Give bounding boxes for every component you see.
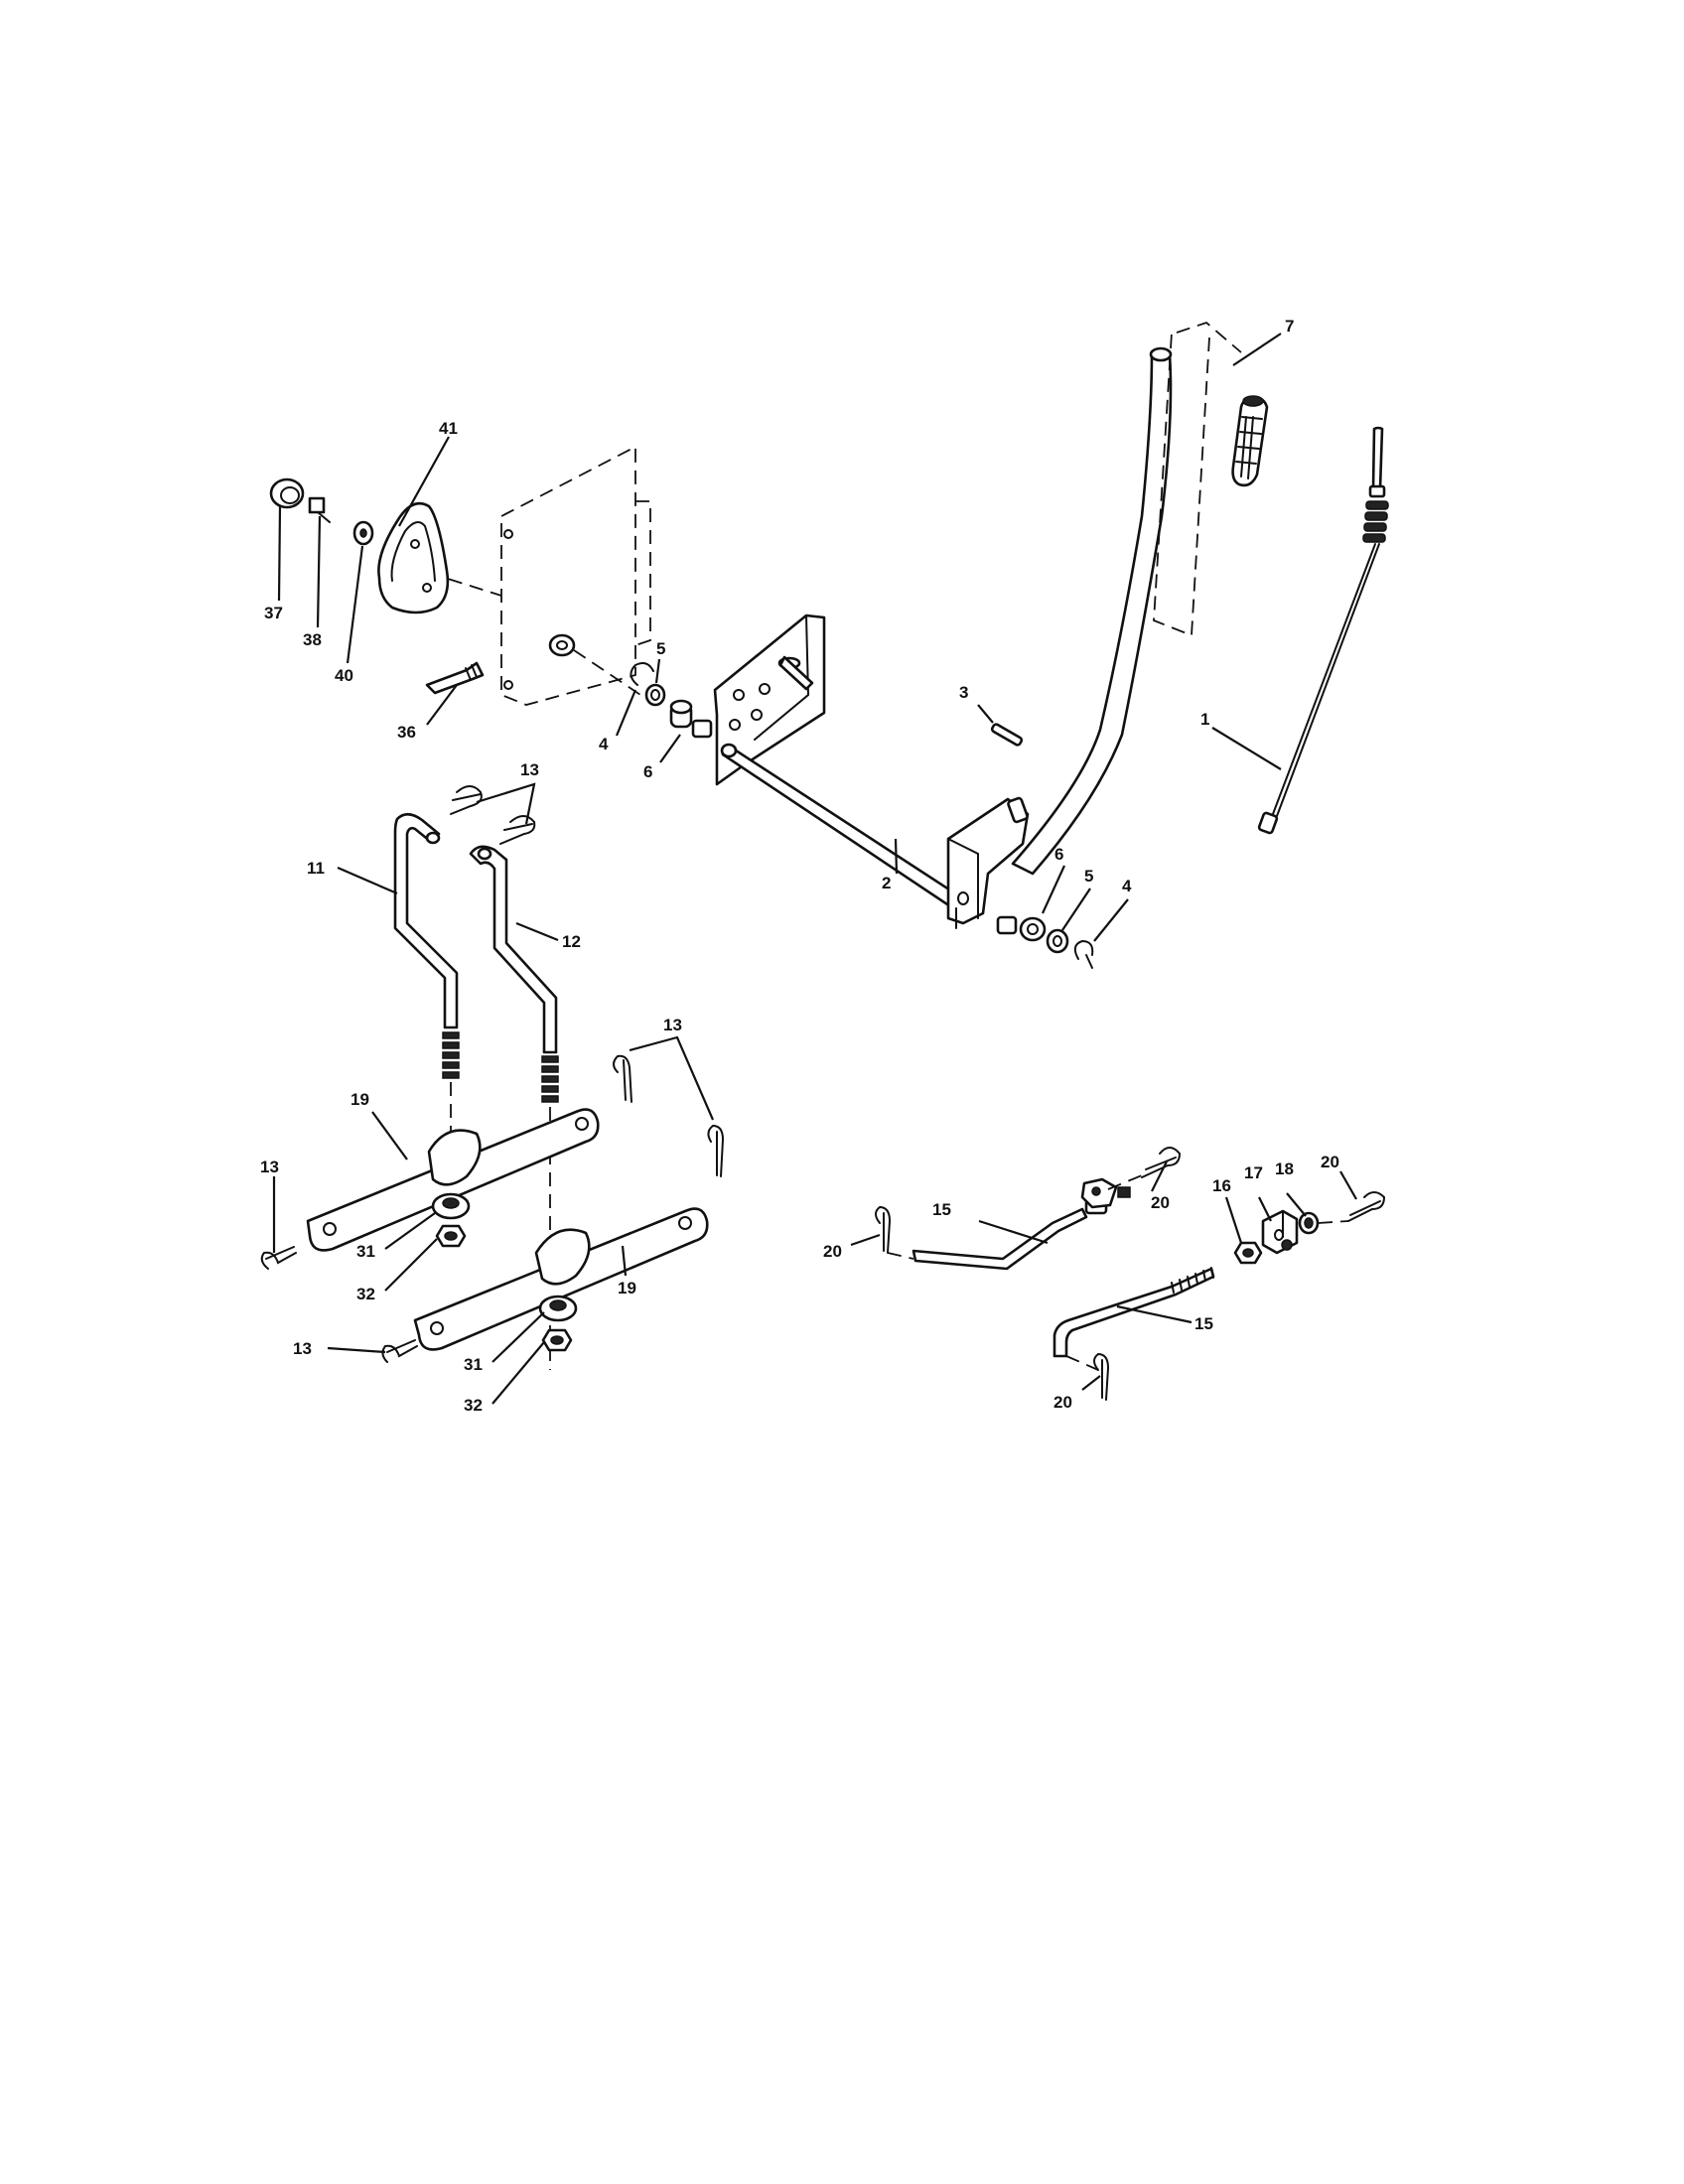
part-20-hairpin-left (875, 1205, 914, 1260)
part-1-cable (1257, 426, 1389, 835)
lift-lever-tube (946, 346, 1173, 929)
part-7-grip (1231, 395, 1269, 487)
callout-16: 16 (1212, 1176, 1231, 1195)
part-6-bushing-left (669, 699, 713, 739)
part-18-ferrule (1298, 1211, 1320, 1235)
part-31-washer-lower (538, 1295, 578, 1322)
part-31-washer-upper (431, 1192, 471, 1220)
part-20-hairpin-upper (1107, 1147, 1182, 1190)
callout-5-left: 5 (656, 639, 665, 658)
callout-5-right: 5 (1084, 867, 1093, 886)
part-20-hairpin-right (1318, 1191, 1386, 1224)
callout-20-right: 20 (1321, 1153, 1339, 1171)
callout-13-bottom: 13 (293, 1339, 312, 1358)
part-6-bushing-right (996, 915, 1047, 942)
callout-19-upper: 19 (351, 1090, 369, 1109)
callout-3: 3 (959, 683, 968, 702)
part-13-hairpin-bottom (381, 1339, 418, 1363)
part-2-shaft-assembly (713, 614, 980, 920)
callout-20-upper: 20 (1151, 1193, 1170, 1212)
callout-13-top: 13 (520, 760, 539, 779)
part-15-rod-lower (1052, 1267, 1215, 1358)
callout-37: 37 (264, 604, 283, 622)
part-15-rod-upper (912, 1177, 1131, 1271)
callout-13-left: 13 (260, 1158, 279, 1176)
part-3-pin (990, 723, 1024, 747)
callout-20-bottom: 20 (1053, 1393, 1072, 1412)
callout-11: 11 (307, 859, 325, 878)
part-32-nut-lower (541, 1328, 573, 1352)
callout-19-lower: 19 (618, 1279, 636, 1297)
part-16-nut (1233, 1241, 1263, 1265)
callout-15-lower: 15 (1194, 1314, 1213, 1333)
callout-32-lower: 32 (464, 1396, 483, 1415)
callout-17: 17 (1244, 1163, 1263, 1182)
callout-31-upper: 31 (356, 1242, 375, 1261)
callout-labels: 1 2 3 4 4 5 5 6 6 7 11 12 13 13 13 13 15… (260, 317, 1339, 1415)
part-12-lift-link (469, 845, 559, 1103)
part-19-lift-arm-lower (413, 1207, 709, 1351)
part-32-nut-upper (435, 1224, 467, 1248)
part-38-bolt (308, 496, 331, 523)
callout-2: 2 (882, 874, 891, 892)
part-5-washer-left (644, 683, 666, 707)
part-11-lift-link (393, 812, 460, 1079)
callout-6-left: 6 (643, 762, 652, 781)
callout-1: 1 (1200, 710, 1209, 729)
callout-32-upper: 32 (356, 1285, 375, 1303)
part-5-washer-right (1046, 928, 1069, 954)
part-41-bracket (377, 501, 450, 614)
callout-12: 12 (562, 932, 581, 951)
part-13-hairpin-right (613, 1054, 725, 1177)
callout-4-left: 4 (599, 735, 609, 753)
callout-4-right: 4 (1122, 877, 1132, 895)
callout-7: 7 (1285, 317, 1294, 336)
callout-6-right: 6 (1054, 845, 1063, 864)
part-4-clip-right (1073, 939, 1094, 969)
part-40-washer (352, 520, 374, 546)
part-13-hairpin-top (450, 785, 536, 845)
leader-lines (272, 333, 1357, 1405)
part-17-trunnion (1261, 1209, 1299, 1255)
part-36-spring (425, 661, 485, 695)
part-37-knob (269, 478, 305, 509)
callout-40: 40 (335, 666, 353, 685)
callout-15-upper: 15 (932, 1200, 951, 1219)
callout-13-right: 13 (663, 1016, 682, 1034)
callout-41: 41 (439, 419, 458, 438)
part-13-hairpin-left (260, 1246, 297, 1270)
panel-bushing (548, 633, 576, 657)
part-19-lift-arm-upper (306, 1108, 600, 1252)
callout-31-lower: 31 (464, 1355, 483, 1374)
grip-dashed-outline (1153, 321, 1242, 637)
callout-18: 18 (1275, 1160, 1294, 1178)
callout-38: 38 (303, 630, 322, 649)
part-4-clip-left (630, 662, 654, 686)
callout-36: 36 (397, 723, 416, 742)
callout-20-left: 20 (823, 1242, 842, 1261)
part-20-hairpin-bottom (1065, 1352, 1110, 1401)
frame-panel-outline (406, 445, 656, 706)
